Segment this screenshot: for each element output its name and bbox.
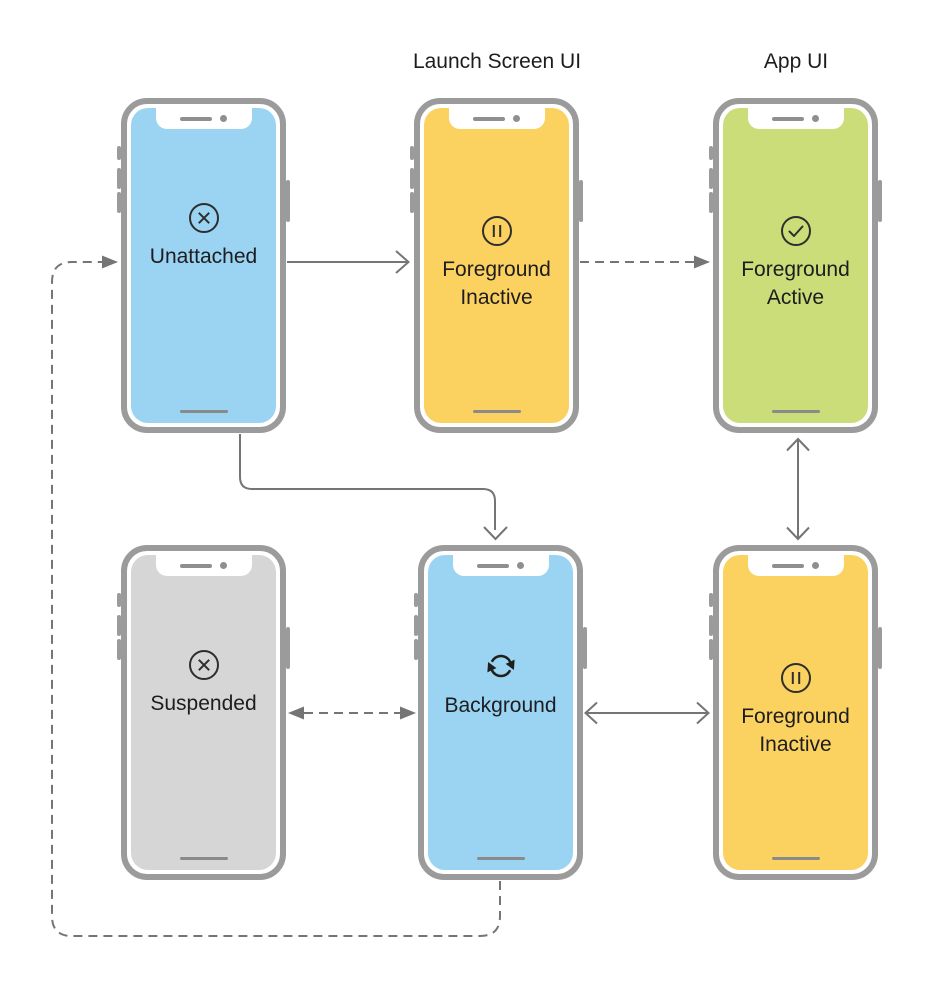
- arrow-foreground-inactive-to-active: [580, 255, 710, 269]
- home-indicator: [472, 410, 521, 413]
- mute-switch: [709, 593, 713, 607]
- camera-icon: [812, 115, 819, 122]
- phone-screen: Background: [428, 555, 573, 870]
- sync-icon: [486, 654, 515, 678]
- pause-circle-icon: [481, 216, 512, 246]
- notch: [155, 108, 252, 129]
- speaker-icon: [772, 563, 804, 568]
- state-label: Background: [444, 694, 557, 717]
- notch: [155, 555, 252, 576]
- power-button: [286, 180, 290, 222]
- notch: [747, 555, 844, 576]
- volume-down-button: [709, 192, 713, 213]
- state-content: Foreground Active: [723, 214, 868, 312]
- camera-icon: [220, 115, 227, 122]
- state-content: Background: [428, 648, 573, 720]
- state-label: Unattached: [149, 245, 258, 268]
- volume-up-button: [117, 168, 121, 189]
- header-app-ui: App UI: [763, 50, 829, 73]
- home-indicator: [771, 410, 820, 413]
- volume-down-button: [709, 639, 713, 660]
- speaker-icon: [477, 563, 509, 568]
- header-launch-screen-ui: Launch Screen UI: [412, 50, 582, 73]
- phone-foreground-inactive-app: Foreground Inactive: [709, 545, 882, 880]
- arrow-background-foreground-inactive-bidirectional: [584, 701, 710, 725]
- home-indicator: [771, 857, 820, 860]
- state-content: Unattached: [131, 201, 276, 271]
- power-button: [286, 627, 290, 669]
- volume-up-button: [709, 168, 713, 189]
- mute-switch: [117, 146, 121, 160]
- camera-icon: [812, 562, 819, 569]
- check-circle-icon: [780, 216, 811, 246]
- phone-suspended: Suspended: [117, 545, 290, 880]
- arrow-unattached-to-foreground-inactive: [287, 250, 411, 274]
- state-content: Foreground Inactive: [424, 214, 569, 312]
- phone-screen: Foreground Active: [723, 108, 868, 423]
- home-indicator: [476, 857, 525, 860]
- volume-down-button: [414, 639, 418, 660]
- cross-circle-icon: [188, 650, 219, 680]
- power-button: [583, 627, 587, 669]
- volume-down-button: [410, 192, 414, 213]
- power-button: [579, 180, 583, 222]
- camera-icon: [517, 562, 524, 569]
- volume-up-button: [410, 168, 414, 189]
- volume-down-button: [117, 639, 121, 660]
- home-indicator: [179, 410, 228, 413]
- state-label: Foreground Inactive: [741, 705, 850, 756]
- arrow-foreground-active-inactive-bidirectional: [786, 437, 810, 541]
- phone-background: Background: [414, 545, 587, 880]
- notch: [452, 555, 549, 576]
- volume-up-button: [414, 615, 418, 636]
- power-button: [878, 627, 882, 669]
- mute-switch: [117, 593, 121, 607]
- phone-screen: Foreground Inactive: [723, 555, 868, 870]
- mute-switch: [414, 593, 418, 607]
- volume-up-button: [117, 615, 121, 636]
- mute-switch: [410, 146, 414, 160]
- volume-up-button: [709, 615, 713, 636]
- phone-screen: Suspended: [131, 555, 276, 870]
- phone-unattached: Unattached: [117, 98, 290, 433]
- phone-foreground-active: Foreground Active: [709, 98, 882, 433]
- phone-screen: Foreground Inactive: [424, 108, 569, 423]
- state-label: Foreground Active: [741, 258, 850, 309]
- arrow-unattached-to-background: [239, 434, 508, 541]
- home-indicator: [179, 857, 228, 860]
- state-content: Foreground Inactive: [723, 661, 868, 759]
- arrow-suspended-background-bidirectional: [288, 706, 416, 720]
- cross-circle-icon: [188, 203, 219, 233]
- volume-down-button: [117, 192, 121, 213]
- camera-icon: [220, 562, 227, 569]
- state-label: Suspended: [150, 692, 257, 715]
- state-content: Suspended: [131, 648, 276, 718]
- phone-foreground-inactive-launch: Foreground Inactive: [410, 98, 583, 433]
- mute-switch: [709, 146, 713, 160]
- notch: [448, 108, 545, 129]
- speaker-icon: [180, 563, 212, 568]
- speaker-icon: [473, 116, 505, 121]
- state-label: Foreground Inactive: [442, 258, 551, 309]
- notch: [747, 108, 844, 129]
- speaker-icon: [772, 116, 804, 121]
- pause-circle-icon: [780, 663, 811, 693]
- camera-icon: [513, 115, 520, 122]
- speaker-icon: [180, 116, 212, 121]
- power-button: [878, 180, 882, 222]
- phone-screen: Unattached: [131, 108, 276, 423]
